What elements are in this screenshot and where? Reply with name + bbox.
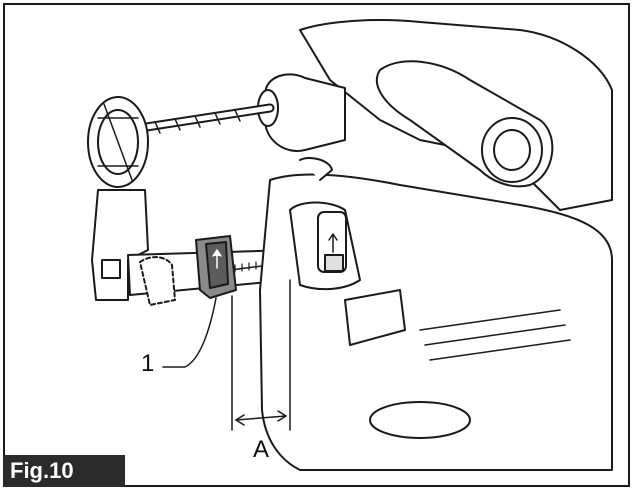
figure-border — [3, 3, 630, 487]
callout-leader — [162, 297, 217, 368]
figure-label: Fig.10 — [3, 455, 125, 487]
callout-part-1: 1 — [141, 350, 155, 377]
housing-vent — [344, 289, 406, 346]
dimension-arrow — [235, 415, 287, 421]
callout-dimension-a: A — [253, 436, 270, 463]
chuck — [264, 73, 346, 152]
housing-base-knob — [369, 401, 471, 439]
extended-position — [139, 256, 176, 306]
